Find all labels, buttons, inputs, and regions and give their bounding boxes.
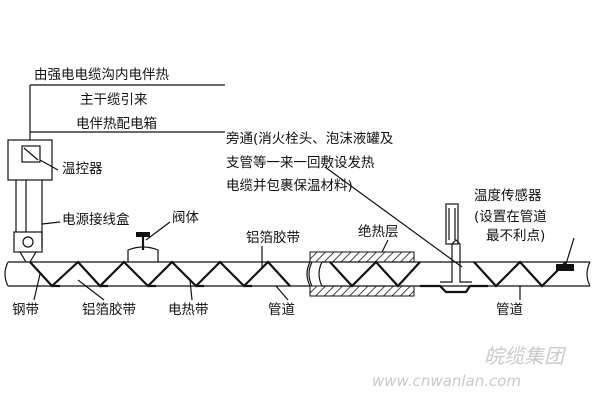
valve xyxy=(127,221,171,262)
pipe-right-label: 管道 xyxy=(496,302,523,318)
supply-leader xyxy=(29,84,225,140)
pipe-right xyxy=(318,261,591,287)
bypass-label-line2: 支管等一来一回敷设发热 xyxy=(226,154,375,171)
valve-label: 阀体 xyxy=(172,210,199,226)
watermark-brand: 皖缆集团 xyxy=(484,344,567,368)
heating-tape-right xyxy=(329,260,567,288)
bypass-label-line1: 旁通(消火栓头、泡沫液罐及 xyxy=(226,130,394,147)
bypass-label-line3: 电缆并包裹保温材料) xyxy=(226,178,353,194)
insulation-label: 绝热层 xyxy=(358,224,399,240)
pipe-left-label: 管道 xyxy=(268,302,295,318)
heating-tape-left xyxy=(29,260,291,288)
foil-tape-top-label: 铝箔胶带 xyxy=(246,229,300,246)
bottom-leaders xyxy=(33,273,521,301)
source-label-line2: 主干缆引来 xyxy=(80,92,148,108)
steel-band-label: 钢带 xyxy=(12,302,39,318)
foil-tape-bottom-label: 铝箔胶带 xyxy=(82,301,136,318)
heating-tape-label: 电热带 xyxy=(168,302,209,318)
junction-box xyxy=(13,221,61,263)
sensor-label-line2: (设置在管道 xyxy=(474,209,547,225)
watermark-url: www.cnwanlan.com xyxy=(372,372,521,390)
insulation-layer xyxy=(309,251,415,297)
source-label-line1: 由强电电缆沟内电伴热 xyxy=(34,67,169,83)
supply-cables xyxy=(15,180,43,248)
bypass-loop xyxy=(420,239,488,294)
thermostat-label: 温控器 xyxy=(62,161,103,177)
sensor-label-line3: 最不利点) xyxy=(486,228,545,244)
distribution-box-label: 电伴热配电箱 xyxy=(76,116,157,132)
insulation-leader xyxy=(381,239,389,253)
distribution-box xyxy=(7,139,59,181)
temperature-sensor xyxy=(445,203,575,271)
junction-box-label: 电源接线盒 xyxy=(62,211,130,228)
bypass-leader xyxy=(324,166,463,268)
sensor-label-line1: 温度传感器 xyxy=(474,187,542,204)
